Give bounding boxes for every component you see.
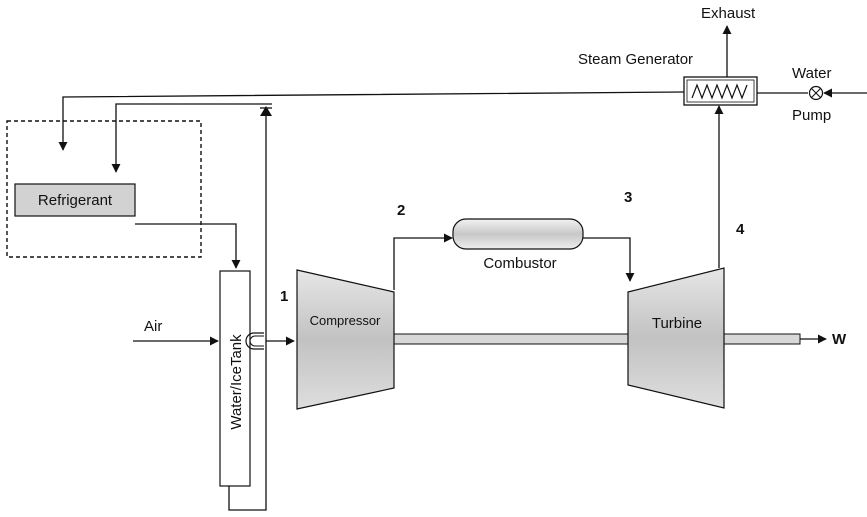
combustor-to-turbine: [583, 237, 635, 282]
state-4-label: 4: [736, 221, 745, 238]
turbine: [627, 267, 725, 409]
work-label: W: [832, 331, 847, 348]
water-ice-tank: [219, 270, 251, 487]
combustor: [452, 218, 584, 250]
combustor-label: Combustor: [483, 255, 556, 272]
tank-coil-inner: [249, 335, 264, 347]
refrigerant-box: [14, 183, 136, 217]
water-ice-tank-label: Water/IceTank: [228, 334, 245, 430]
tank-coil: [245, 332, 264, 350]
air-label: Air: [144, 318, 162, 335]
state-1-label: 1: [280, 288, 288, 305]
state-2-label: 2: [397, 202, 405, 219]
tank-loop-line: [228, 108, 267, 511]
compressor-label: Compressor: [310, 313, 381, 328]
refrigerant-to-tank: [135, 223, 241, 269]
steam-generator-coil: [691, 83, 748, 100]
compressor: [296, 269, 395, 410]
state-3-label: 3: [624, 189, 632, 206]
return-line-inner: [111, 103, 272, 173]
refrigeration-boundary: [6, 120, 202, 258]
pump-label: Pump: [792, 107, 831, 124]
turbine-label: Turbine: [652, 315, 702, 332]
steam-generator-label: Steam Generator: [578, 51, 693, 68]
pump-cross-2: [811, 88, 821, 98]
steam-generator-inner: [686, 79, 755, 103]
refrigerant-label: Refrigerant: [38, 192, 113, 209]
compressor-to-combustor: [393, 233, 453, 290]
shaft: [391, 333, 801, 345]
exhaust-label: Exhaust: [701, 5, 756, 22]
return-line-outer: [58, 91, 685, 151]
tank-loop-arrowhead: [260, 106, 272, 116]
water-label: Water: [792, 65, 831, 82]
